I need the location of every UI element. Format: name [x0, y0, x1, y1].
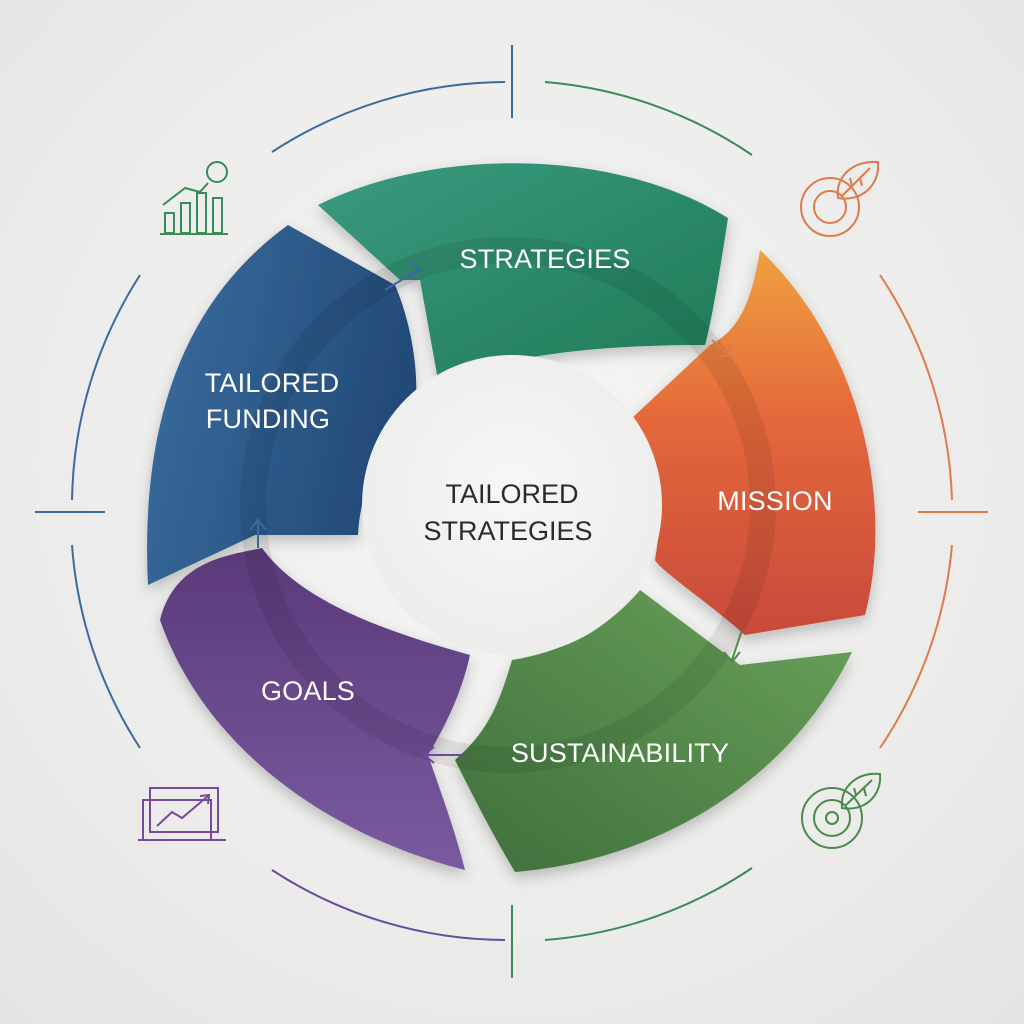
arrowhead-sustainability-to-goals	[422, 746, 435, 764]
outer-arc-right-upper	[879, 274, 953, 501]
segment-sustainability	[455, 590, 852, 872]
outer-arc-top-left	[271, 81, 506, 153]
segment-label-tailored-funding-line1: TAILORED	[205, 368, 340, 398]
center-circle	[362, 355, 662, 655]
outer-arc-top-right	[544, 81, 753, 156]
outer-arc-right-lower	[879, 544, 953, 749]
segment-tailored-funding	[147, 225, 417, 585]
segment-label-sustainability: SUSTAINABILITY	[511, 738, 729, 768]
segment-goals	[160, 548, 470, 870]
target-leaf-icon	[801, 772, 882, 849]
arrowhead-strategies-to-mission	[720, 343, 734, 357]
segment-label-tailored-funding-line2: FUNDING	[206, 404, 330, 434]
trend-chart-icon	[138, 787, 226, 841]
outer-arc-bottom-right	[544, 867, 753, 941]
center-label-line2: STRATEGIES	[423, 516, 592, 546]
segment-label-goals: GOALS	[261, 676, 355, 706]
arrowhead-funding-to-strategies	[407, 261, 422, 279]
arrowhead-goals-to-funding	[249, 518, 267, 531]
arrow-funding-to-strategies	[384, 269, 419, 291]
inner-ring-shadow	[240, 237, 776, 773]
segment-mission	[630, 250, 876, 635]
outer-ring	[71, 81, 953, 941]
target-leaf-icon	[800, 160, 880, 237]
center-label-line1: TAILORED	[445, 479, 578, 509]
connector-arrows	[249, 261, 743, 764]
ring-ticks	[35, 45, 988, 978]
arrow-mission-to-sustainability	[731, 629, 743, 661]
segment-strategies	[318, 163, 728, 380]
arrow-strategies-to-mission	[711, 339, 731, 356]
bar-chart-growth-icon	[160, 161, 228, 235]
outer-arc-left-upper	[71, 274, 141, 501]
arrowhead-mission-to-sustainability	[723, 651, 741, 664]
outer-arc-left-lower	[71, 544, 141, 749]
segment-label-mission: MISSION	[717, 486, 832, 516]
outer-arc-bottom-left	[271, 869, 506, 941]
segment-label-strategies: STRATEGIES	[459, 244, 630, 274]
